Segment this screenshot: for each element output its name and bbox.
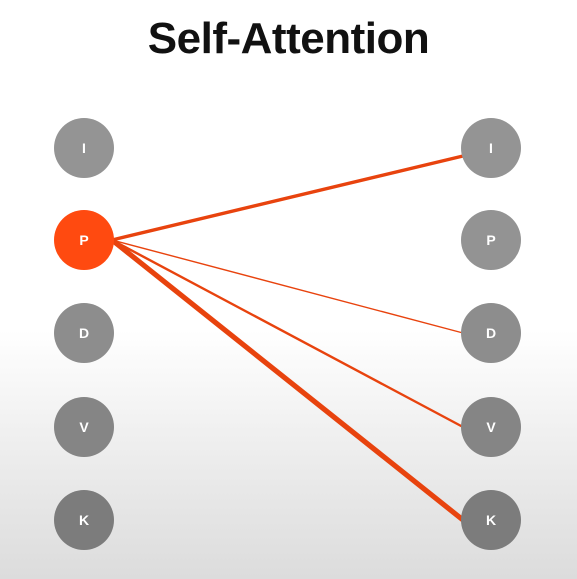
source-token-column: I P D V K (54, 118, 114, 550)
source-token-label: V (79, 419, 89, 435)
target-token-circle (461, 210, 521, 270)
source-token-circle (54, 210, 114, 270)
source-token-v: V (54, 397, 114, 457)
target-token-circle (461, 397, 521, 457)
diagram-title: Self-Attention (147, 14, 430, 63)
source-token-label: P (79, 232, 88, 248)
source-token-circle (54, 490, 114, 550)
target-token-label: I (489, 140, 493, 156)
source-token-d: D (54, 303, 114, 363)
target-token-label: K (486, 512, 496, 528)
source-token-circle (54, 303, 114, 363)
source-token-i: I (54, 118, 114, 178)
source-token-label: D (79, 325, 89, 341)
attention-link-p-to-k (109, 237, 466, 523)
source-token-label: I (82, 140, 86, 156)
target-token-label: P (486, 232, 495, 248)
target-token-circle (461, 118, 521, 178)
target-token-column: I P D V K (461, 118, 521, 550)
target-token-k: K (461, 490, 521, 550)
target-token-circle (461, 303, 521, 363)
source-token-circle (54, 118, 114, 178)
target-token-d: D (461, 303, 521, 363)
attention-link-p-to-v (110, 238, 465, 429)
target-token-label: V (486, 419, 496, 435)
source-token-circle (54, 397, 114, 457)
attention-link-p-to-i (110, 154, 465, 242)
target-token-p: P (461, 210, 521, 270)
attention-link-p-to-d (111, 239, 464, 334)
target-token-label: D (486, 325, 496, 341)
source-token-label: K (79, 512, 89, 528)
target-token-i: I (461, 118, 521, 178)
attention-links (109, 154, 466, 523)
target-token-circle (461, 490, 521, 550)
source-token-p: P (54, 210, 114, 270)
target-token-v: V (461, 397, 521, 457)
source-token-k: K (54, 490, 114, 550)
